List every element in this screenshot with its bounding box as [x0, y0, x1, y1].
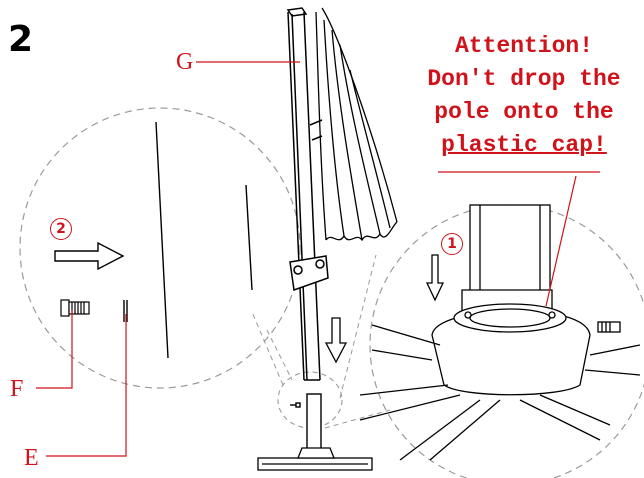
attention-line-4: plastic cap! — [441, 132, 607, 158]
label-e: E — [24, 445, 39, 471]
down-arrow-icon — [324, 317, 348, 364]
attention-line-3: pole onto the — [434, 99, 614, 125]
screw-icon — [60, 299, 90, 317]
attention-warning: Attention! Don't drop the pole onto the … — [404, 30, 644, 162]
base-detail — [359, 204, 641, 461]
folded-canopy — [315, 7, 398, 242]
step-2-callout: 2 — [50, 218, 72, 240]
umbrella-pole — [286, 7, 329, 381]
step-number: 2 — [8, 19, 34, 60]
left-detail-circle — [19, 107, 301, 389]
label-f: F — [10, 376, 24, 402]
attention-line-1: Attention! — [454, 33, 594, 59]
label-g: G — [176, 49, 194, 75]
left-detail-parts — [123, 121, 253, 359]
step-1-callout: 1 — [441, 233, 463, 255]
connector-lines — [251, 254, 391, 429]
umbrella-base — [257, 447, 373, 471]
attention-line-2: Don't drop the — [427, 66, 621, 92]
down-arrow-right-icon — [425, 254, 445, 302]
lower-pole — [290, 393, 322, 451]
red-leader-lines — [36, 61, 600, 457]
insert-arrow-icon — [54, 241, 125, 271]
